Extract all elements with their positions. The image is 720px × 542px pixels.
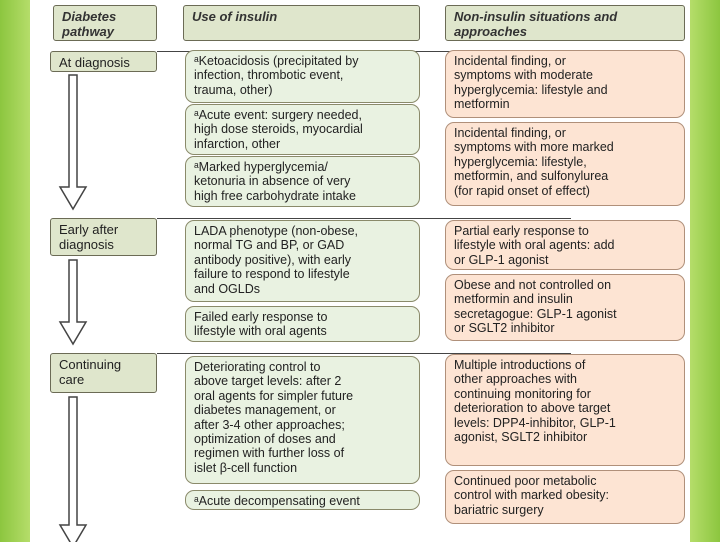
insulin-lada-phenotype: LADA phenotype (non-obese, normal TG and… bbox=[185, 220, 420, 302]
insulin-failed-early-response: Failed early response to lifestyle with … bbox=[185, 306, 420, 342]
non-insulin-partial-early-response: Partial early response to lifestyle with… bbox=[445, 220, 685, 270]
header-non-insulin: Non-insulin situations and approaches bbox=[445, 5, 685, 41]
down-arrow-icon bbox=[58, 396, 88, 542]
non-insulin-incidental-moderate: Incidental finding, or symptoms with mod… bbox=[445, 50, 685, 118]
header-use-of-insulin: Use of insulin bbox=[183, 5, 420, 41]
stage-early-after-diagnosis: Early after diagnosis bbox=[50, 218, 157, 256]
separator-continuing bbox=[157, 353, 571, 354]
insulin-ketoacidosis: ᵃKetoacidosis (precipitated by infection… bbox=[185, 50, 420, 103]
non-insulin-incidental-marked: Incidental finding, or symptoms with mor… bbox=[445, 122, 685, 206]
header-diabetes-pathway: Diabetes pathway bbox=[53, 5, 157, 41]
insulin-acute-event: ᵃAcute event: surgery needed, high dose … bbox=[185, 104, 420, 155]
stage-at-diagnosis: At diagnosis bbox=[50, 51, 157, 72]
slide-content: Diabetes pathway Use of insulin Non-insu… bbox=[30, 0, 690, 542]
insulin-marked-hyperglycemia: ᵃMarked hyperglycemia/ ketonuria in abse… bbox=[185, 156, 420, 207]
insulin-deteriorating-control: Deteriorating control to above target le… bbox=[185, 356, 420, 484]
non-insulin-continued-poor-control: Continued poor metabolic control with ma… bbox=[445, 470, 685, 524]
non-insulin-obese-not-controlled: Obese and not controlled on metformin an… bbox=[445, 274, 685, 341]
down-arrow-icon bbox=[58, 74, 88, 211]
non-insulin-multiple-introductions: Multiple introductions of other approach… bbox=[445, 354, 685, 466]
stage-continuing-care: Continuing care bbox=[50, 353, 157, 393]
down-arrow-icon bbox=[58, 259, 88, 346]
separator-early-after bbox=[157, 218, 571, 219]
insulin-acute-decompensating: ᵃAcute decompensating event bbox=[185, 490, 420, 510]
